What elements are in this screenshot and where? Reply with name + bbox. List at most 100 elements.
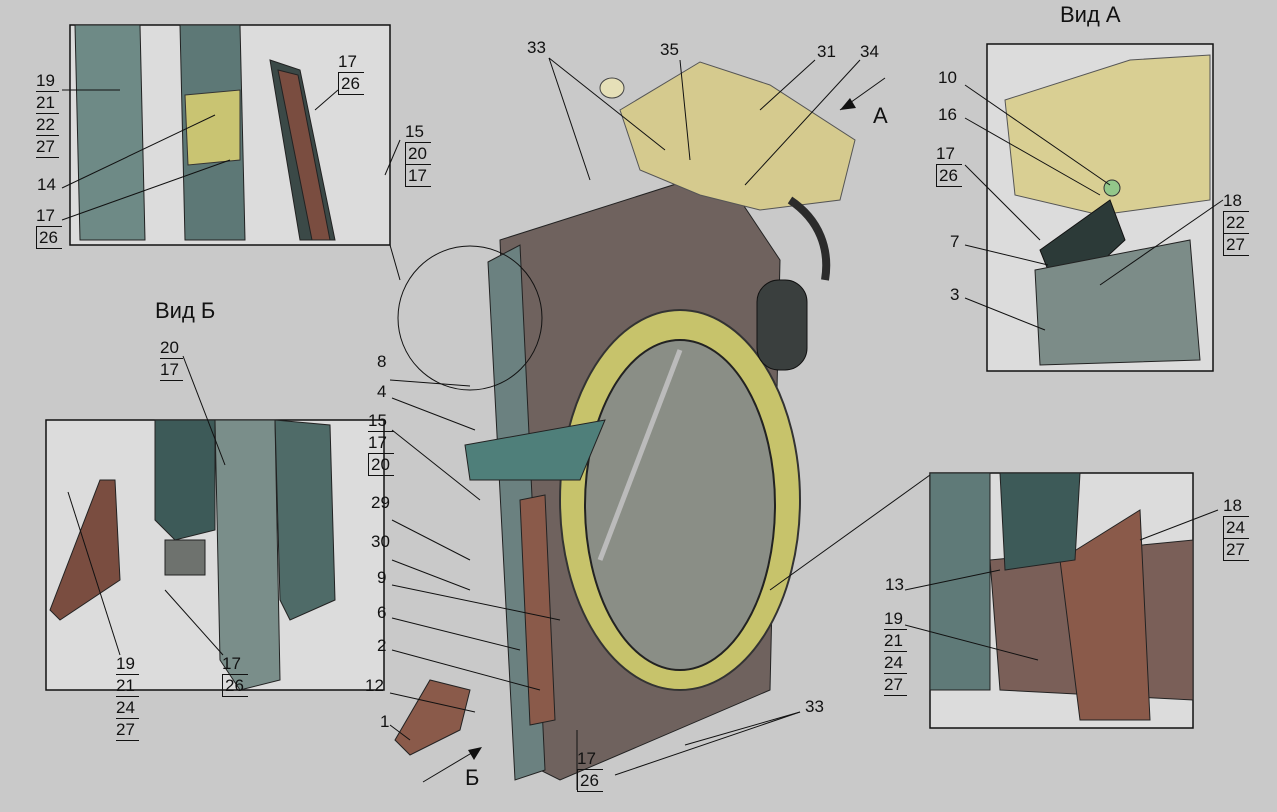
bottom-bracket [394, 679, 471, 756]
stack-br-18: 18 24 27 [1223, 495, 1249, 561]
view-a-title: Вид А [1060, 2, 1121, 27]
stack-item: 27 [884, 674, 907, 696]
stack-item: 26 [222, 675, 248, 697]
stack-item: 17 [368, 432, 394, 454]
stack-item: 20 [405, 143, 431, 165]
stack-item: 20 [160, 337, 183, 359]
label-14: 14 [37, 175, 56, 194]
stack-item: 20 [368, 454, 394, 476]
stack-item: 26 [338, 73, 364, 95]
stack-tl-left: 19 21 22 27 [36, 70, 59, 158]
label-29: 29 [371, 493, 390, 512]
stack-view-b-left: 19 21 24 27 [116, 653, 139, 741]
stack-item: 18 [1223, 190, 1249, 212]
view-c-leaders [904, 509, 1219, 661]
view-b-side [274, 419, 336, 621]
arrow-b-label: Б [465, 765, 480, 790]
stack-item: 22 [36, 114, 59, 136]
filter-cylinder [756, 279, 808, 371]
label-35: 35 [660, 40, 679, 59]
stack-item: 22 [1223, 212, 1249, 234]
stack-item: 19 [884, 608, 907, 630]
stack-br-19: 19 21 24 27 [884, 608, 907, 696]
stack-item: 17 [577, 748, 603, 770]
view-a-tank [1004, 54, 1211, 216]
label-34: 34 [860, 42, 879, 61]
view-c-bracket [1059, 509, 1151, 721]
stack-item: 17 [160, 359, 183, 381]
stack-item: 27 [1223, 539, 1249, 561]
view-a-frame-part [1034, 239, 1201, 366]
stack-view-a-17: 17 26 [936, 143, 962, 187]
stack-item: 24 [116, 697, 139, 719]
stack-item: 19 [116, 653, 139, 675]
stack-item: 17 [405, 165, 431, 187]
view-c-tank [999, 472, 1081, 571]
label-16: 16 [938, 105, 957, 124]
label-31: 31 [817, 42, 836, 61]
expansion-tank [619, 61, 856, 211]
stack-item: 17 [936, 143, 962, 165]
view-b-clip [164, 539, 206, 576]
view-a-leaders [964, 84, 1224, 331]
label-13: 13 [885, 575, 904, 594]
fan-shroud-opening [584, 339, 776, 671]
tl-brown [277, 69, 331, 241]
label-2: 2 [377, 636, 387, 655]
arrow-b-head [468, 747, 482, 760]
view-b-frame-part [214, 419, 281, 691]
stack-item: 24 [1223, 517, 1249, 539]
stack-item: 15 [405, 121, 431, 143]
leader-lines [389, 57, 931, 790]
shroud-strut [597, 349, 683, 561]
label-1: 1 [380, 712, 390, 731]
stack-item: 17 [222, 653, 248, 675]
stack-item: 17 [338, 51, 364, 73]
stack-item: 21 [116, 675, 139, 697]
arrow-a-head [840, 98, 856, 110]
view-b-bracket [49, 479, 121, 621]
stack-tl-right: 17 26 [338, 51, 364, 95]
stack-item: 21 [36, 92, 59, 114]
view-b-title: Вид Б [155, 298, 216, 323]
view-b-tank [154, 419, 216, 541]
stack-tl-bottom: 17 26 [36, 205, 62, 249]
label-10: 10 [938, 68, 957, 87]
view-c-frame-part [929, 472, 991, 691]
tl-bracket [74, 24, 146, 241]
stack-item: 27 [36, 136, 59, 158]
stack-item: 24 [884, 652, 907, 674]
stack-item: 26 [936, 165, 962, 187]
stack-tl-outside: 15 20 17 [405, 121, 431, 187]
stack-item: 17 [36, 205, 62, 227]
teal-bracket [464, 419, 606, 481]
stack-item: 18 [1223, 495, 1249, 517]
stack-item: 27 [1223, 234, 1249, 256]
stack-item: 27 [116, 719, 139, 741]
label-33-bottom: 33 [805, 697, 824, 716]
stack-item: 26 [36, 227, 62, 249]
hose [787, 196, 831, 281]
label-3: 3 [950, 285, 960, 304]
label-6: 6 [377, 603, 387, 622]
detail-circle [397, 245, 543, 391]
stack-view-a-18: 18 22 27 [1223, 190, 1249, 256]
stack-center-15: 15 17 20 [368, 410, 394, 476]
label-12: 12 [365, 676, 384, 695]
arrow-a-label: А [873, 103, 888, 128]
stack-view-b-right: 17 26 [222, 653, 248, 697]
label-30: 30 [371, 532, 390, 551]
stack-item: 15 [368, 410, 394, 432]
tl-plate [184, 89, 241, 166]
label-9: 9 [377, 568, 387, 587]
stack-view-b-top: 20 17 [160, 337, 183, 381]
stack-center-bottom: 17 26 [577, 748, 603, 792]
view-b-leaders [67, 355, 226, 656]
label-4: 4 [377, 382, 387, 401]
stack-item: 21 [884, 630, 907, 652]
tl-leaders [61, 89, 401, 221]
tank-cap [599, 77, 625, 99]
label-8: 8 [377, 352, 387, 371]
label-33-top: 33 [527, 38, 546, 57]
